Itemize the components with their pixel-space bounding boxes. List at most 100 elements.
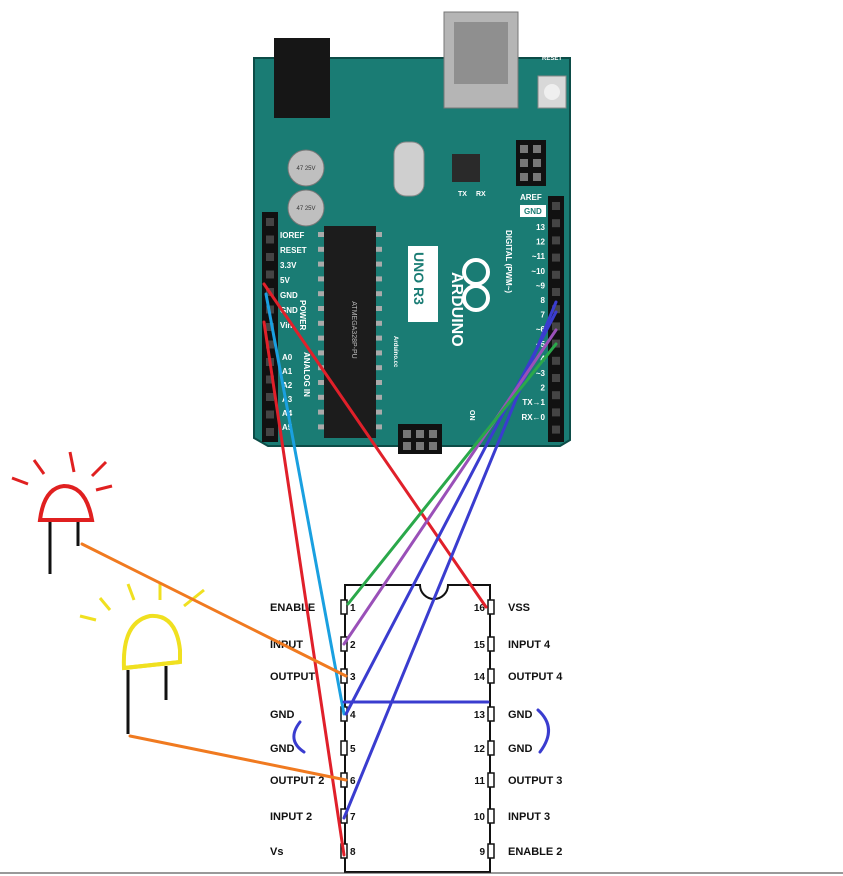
mcu-pin <box>318 335 324 341</box>
icsp-header-top <box>516 140 546 186</box>
power-pin-label: 5V <box>280 276 290 285</box>
power-pin-label: 3.3V <box>280 261 297 270</box>
header-socket <box>552 305 560 314</box>
power-pin-label: IOREF <box>280 231 305 240</box>
chip-pin-number: 2 <box>350 640 356 651</box>
digital-pin-label: RX←0 <box>521 413 545 422</box>
chip-pin-label: GND <box>508 709 533 721</box>
chip-pin-number: 5 <box>350 744 356 755</box>
gnd-jumper-right <box>536 708 550 754</box>
wire-cyan-gnd <box>264 292 346 716</box>
chip-pin-label: OUTPUT 2 <box>270 775 324 787</box>
header-socket <box>552 356 560 365</box>
chip-pin-number: 11 <box>474 776 485 787</box>
chip-pin-number: 8 <box>350 847 356 858</box>
on-label: ON <box>468 410 475 421</box>
chip-pin-left <box>340 740 348 756</box>
mcu-pin <box>318 232 324 237</box>
mcu-pin <box>318 291 324 297</box>
chip-pin-label: INPUT 4 <box>508 639 551 651</box>
chip-pin-number: 1 <box>350 603 356 614</box>
icsp-header-bottom <box>398 424 442 454</box>
digital-pin-label: 13 <box>536 223 545 232</box>
header-socket <box>552 391 560 400</box>
gnd-jumper-left <box>292 720 306 754</box>
analog-pin-label: A3 <box>282 395 293 404</box>
mcu-pin <box>376 394 382 400</box>
header-socket <box>266 253 274 261</box>
chip-pin-right <box>487 772 495 788</box>
chip-pin-label: ENABLE 2 <box>508 846 562 858</box>
header-socket <box>552 202 560 210</box>
power-header-label: POWER <box>298 300 307 330</box>
header-socket <box>266 428 274 436</box>
mcu-pin <box>376 246 382 252</box>
wires <box>80 282 558 857</box>
capacitor-label: 47 25V <box>296 206 315 212</box>
mcu-pin <box>376 320 382 326</box>
mcu-pin <box>376 335 382 341</box>
mcu-pin <box>318 276 324 282</box>
chip-pin-number: 9 <box>479 847 485 858</box>
chip-pin-label: OUTPUT 4 <box>508 671 563 683</box>
mcu-pin <box>376 365 382 371</box>
header-socket <box>266 375 274 384</box>
icsp-label: ICSP <box>450 448 464 454</box>
header-socket <box>266 270 274 279</box>
mcu-pin <box>376 409 382 415</box>
digital-pin-label: TX→1 <box>522 398 545 407</box>
digital-pin-label: ~6 <box>536 325 546 334</box>
rx-label: RX <box>476 191 486 198</box>
reset-label: RESET <box>542 56 562 62</box>
header-socket <box>552 253 560 262</box>
chip-pin-number: 14 <box>474 672 486 683</box>
digital-pin-label: 2 <box>541 384 546 393</box>
power-pin-label: GND <box>280 306 298 315</box>
chip-pin-label: ENABLE <box>270 602 315 614</box>
mcu-pin <box>376 261 382 267</box>
chip-pin-label: GND <box>508 743 533 755</box>
digital-header-label: DIGITAL (PWM~) <box>504 230 513 293</box>
arduino-board: RESET 47 25V 47 25V ATMEGA328P-PU ICSP A… <box>253 11 571 454</box>
digital-pin-label: 12 <box>536 238 545 247</box>
capacitor <box>287 149 325 187</box>
arduino-logo <box>462 258 490 312</box>
power-pin-label: Vin <box>280 321 292 330</box>
digital-pin-label: 8 <box>541 296 546 305</box>
chip-pin-label: INPUT 3 <box>508 811 550 823</box>
chip-pin-number: 6 <box>350 776 356 787</box>
wire-orange-red-led <box>80 542 348 678</box>
wire-red-5v-vss <box>262 282 488 609</box>
power-pin-label: RESET <box>280 246 307 255</box>
board-model: UNO R3 <box>411 252 427 305</box>
mcu-pin <box>376 350 382 356</box>
chip-pin-right <box>487 740 495 756</box>
dc-power-jack <box>274 38 330 118</box>
chip-pin-number: 12 <box>474 744 486 755</box>
mcu-pin <box>318 261 324 267</box>
chip-pin-right <box>487 808 495 824</box>
digital-pin-label: ~9 <box>536 281 546 290</box>
chip-pin-right <box>487 843 495 859</box>
wire-purple <box>342 328 558 646</box>
chip-pin-label: Vs <box>270 846 283 858</box>
chip-pin-number: 3 <box>350 672 356 683</box>
power-pin-label: GND <box>280 291 298 300</box>
wire-blue-d7-out4 <box>344 310 558 716</box>
yellow-led <box>79 583 205 734</box>
header-socket <box>552 288 560 296</box>
header-socket <box>266 340 274 349</box>
aref-label: AREF <box>520 193 542 202</box>
chip-pin-label: INPUT 2 <box>270 811 312 823</box>
mcu-pin <box>376 424 382 430</box>
chip-pin-number: 10 <box>474 812 486 823</box>
header-socket <box>552 322 560 331</box>
atmega-chip <box>324 226 376 438</box>
header-socket <box>552 374 560 382</box>
analog-header-label: ANALOG IN <box>302 352 311 397</box>
mcu-pin <box>318 350 324 356</box>
gnd-label: GND <box>524 207 542 216</box>
header-socket <box>552 270 560 279</box>
mcu-pin <box>318 246 324 252</box>
